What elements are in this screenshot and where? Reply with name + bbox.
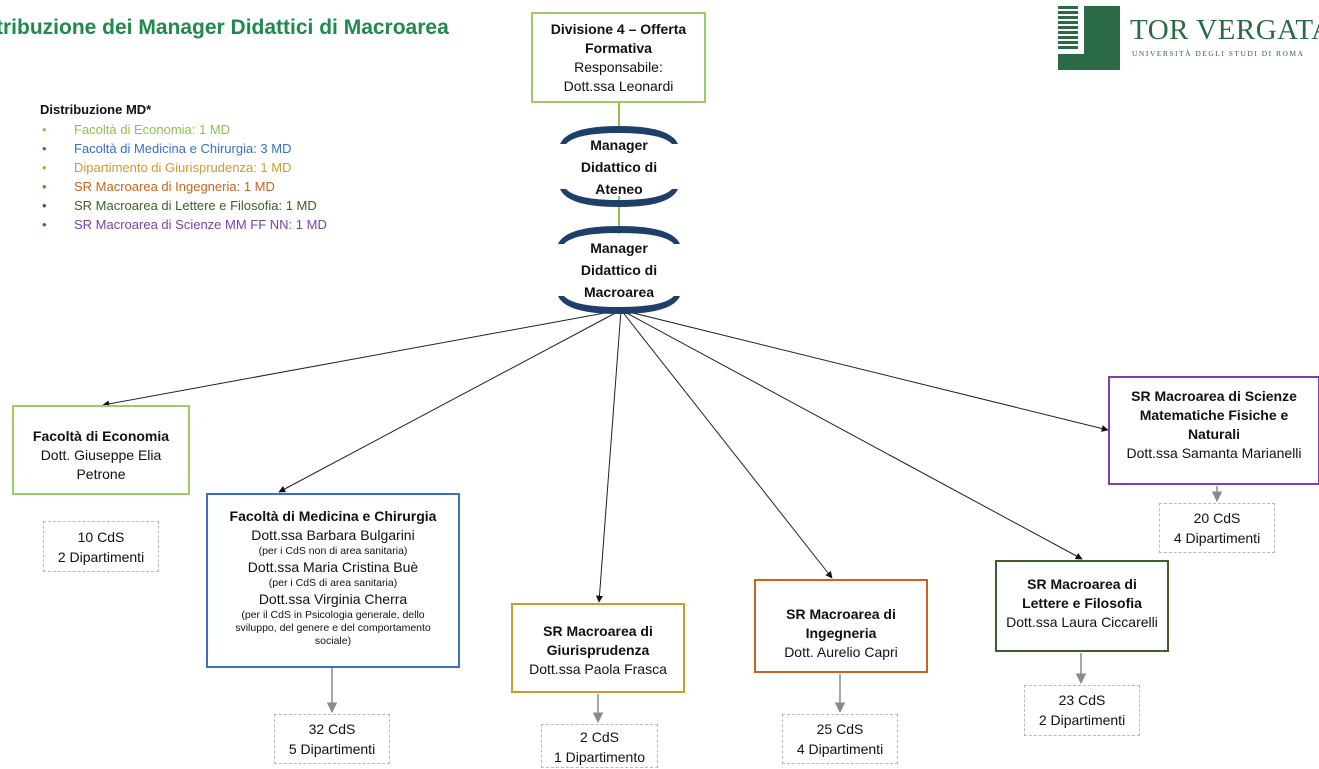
arrow-lettere (620, 309, 1083, 560)
unit-giurisprudenza: SR Macroarea di Giurisprudenza Dott.ssa … (511, 603, 685, 693)
division-role: Responsabile: (574, 59, 663, 75)
arrow-economia (102, 309, 622, 408)
unit-medicina-title: Facoltà di Medicina e Chirurgia (229, 508, 437, 524)
legend-item: •Dipartimento di Giurisprudenza: 1 MD (42, 160, 292, 175)
unit-giurisprudenza-title-1: SR Macroarea di (543, 623, 653, 639)
manager-ateneo-line1: Manager (590, 137, 648, 153)
count-lettere-cds: 23 CdS (1058, 692, 1106, 708)
unit-scienze-title-1: SR Macroarea di Scienze (1131, 388, 1297, 404)
unit-scienze: SR Macroarea di Scienze Matematiche Fisi… (1108, 376, 1319, 485)
unit-medicina-scope-3a: (per il CdS in Psicologia generale, dell… (241, 609, 425, 621)
legend-item-label: Dipartimento di Giurisprudenza: 1 MD (74, 160, 292, 175)
unit-ingegneria-manager: Dott. Aurelio Capri (784, 644, 898, 660)
unit-economia: Facoltà di Economia Dott. Giuseppe Elia … (12, 405, 190, 495)
unit-medicina-manager-3: Dott.ssa Virginia Cherra (258, 591, 408, 607)
count-ingegneria-cds: 25 CdS (816, 721, 864, 737)
division-title-line1: Divisione 4 – Offerta (550, 21, 687, 37)
count-lettere-dip: 2 Dipartimenti (1038, 712, 1126, 728)
unit-medicina-scope-1: (per i CdS non di area sanitaria) (258, 545, 408, 557)
unit-scienze-title-3: Naturali (1187, 426, 1241, 442)
legend-item: •SR Macroarea di Ingegneria: 1 MD (42, 179, 275, 194)
count-ingegneria: 25 CdS 4 Dipartimenti (782, 714, 898, 764)
unit-lettere-manager: Dott.ssa Laura Ciccarelli (1006, 614, 1158, 630)
unit-scienze-manager: Dott.ssa Samanta Marianelli (1126, 445, 1302, 461)
manager-macroarea-line1: Manager (590, 240, 648, 256)
unit-lettere-title-2: Lettere e Filosofia (1022, 595, 1142, 611)
tor-vergata-logo-mark (1058, 6, 1120, 70)
unit-ingegneria-title-1: SR Macroarea di (786, 606, 896, 622)
arrow-ingegneria (620, 309, 833, 579)
division-box: Divisione 4 – Offerta Formativa Responsa… (531, 12, 706, 103)
logo-name: TOR VERGATA (1130, 14, 1319, 46)
unit-giurisprudenza-manager: Dott.ssa Paola Frasca (529, 661, 667, 677)
legend-item-label: Facoltà di Economia: 1 MD (74, 122, 231, 137)
legend-item-label: Facoltà di Medicina e Chirurgia: 3 MD (74, 141, 292, 156)
manager-macroarea-line2: Didattico di (580, 262, 658, 278)
count-medicina-dip: 5 Dipartimenti (288, 741, 376, 757)
unit-lettere: SR Macroarea di Lettere e Filosofia Dott… (995, 560, 1169, 652)
legend-item-label: SR Macroarea di Lettere e Filosofia: 1 M… (74, 198, 317, 213)
unit-medicina-scope-3c: sociale) (314, 635, 352, 647)
division-title-line2: Formativa (585, 40, 652, 56)
unit-medicina-scope-2: (per i CdS di area sanitaria) (268, 577, 398, 589)
unit-ingegneria: SR Macroarea di Ingegneria Dott. Aurelio… (754, 579, 928, 673)
manager-ateneo: Manager Didattico di Ateneo (560, 134, 678, 200)
unit-giurisprudenza-title-2: Giurisprudenza (546, 642, 650, 658)
count-economia-dip: 2 Dipartimenti (57, 549, 145, 565)
legend-item: •Facoltà di Economia: 1 MD (42, 122, 231, 137)
legend-item-label: SR Macroarea di Scienze MM FF NN: 1 MD (74, 217, 327, 232)
count-economia-cds: 10 CdS (77, 529, 125, 545)
count-giurisprudenza-dip: 1 Dipartimento (553, 749, 646, 765)
unit-scienze-title-2: Matematiche Fisiche e (1139, 407, 1289, 423)
unit-medicina-scope-3b: sviluppo, del genere e del comportamento (235, 622, 431, 634)
ateneo-bottom-arc (560, 189, 678, 207)
count-economia: 10 CdS 2 Dipartimenti (43, 521, 159, 572)
unit-medicina-manager-2: Dott.ssa Maria Cristina Buè (247, 559, 419, 575)
count-giurisprudenza: 2 CdS 1 Dipartimento (541, 724, 658, 768)
arrow-giurisprudenza (595, 309, 622, 603)
manager-macroarea: Manager Didattico di Macroarea (558, 237, 680, 303)
count-medicina: 32 CdS 5 Dipartimenti (274, 714, 390, 764)
unit-medicina-manager-1: Dott.ssa Barbara Bulgarini (251, 527, 415, 543)
unit-medicina: Facoltà di Medicina e Chirurgia Dott.ssa… (206, 493, 460, 668)
legend-item-label: SR Macroarea di Ingegneria: 1 MD (74, 179, 275, 194)
manager-ateneo-line3: Ateneo (595, 181, 643, 197)
count-scienze: 20 CdS 4 Dipartimenti (1159, 503, 1275, 553)
division-head: Dott.ssa Leonardi (563, 78, 674, 94)
unit-economia-manager-cont: Petrone (76, 466, 126, 482)
count-ingegneria-dip: 4 Dipartimenti (796, 741, 884, 757)
legend-item: •Facoltà di Medicina e Chirurgia: 3 MD (42, 141, 292, 156)
manager-ateneo-line2: Didattico di (580, 159, 658, 175)
legend-heading: Distribuzione MD* (40, 102, 152, 117)
count-giurisprudenza-cds: 2 CdS (580, 729, 619, 745)
legend-item: •SR Macroarea di Lettere e Filosofia: 1 … (42, 198, 317, 213)
md-distribution-legend: Distribuzione MD* •Facoltà di Economia: … (40, 102, 327, 234)
logo-subtitle: UNIVERSITÀ DEGLI STUDI DI ROMA (1132, 49, 1305, 58)
legend-item: •SR Macroarea di Scienze MM FF NN: 1 MD (42, 217, 327, 232)
unit-economia-title: Facoltà di Economia (32, 428, 170, 444)
arrow-scienze (620, 309, 1109, 432)
university-logo: TOR VERGATA UNIVERSITÀ DEGLI STUDI DI RO… (1058, 6, 1319, 70)
macroarea-bottom-arc (558, 296, 680, 314)
count-lettere: 23 CdS 2 Dipartimenti (1024, 685, 1140, 736)
manager-macroarea-line3: Macroarea (583, 284, 655, 300)
macroarea-top-arc (558, 226, 680, 244)
unit-economia-manager: Dott. Giuseppe Elia (40, 447, 162, 463)
unit-lettere-title-1: SR Macroarea di (1027, 576, 1137, 592)
ateneo-top-arc (560, 126, 678, 144)
unit-ingegneria-title-2: Ingegneria (805, 625, 877, 641)
count-scienze-dip: 4 Dipartimenti (1173, 530, 1261, 546)
count-medicina-cds: 32 CdS (308, 721, 356, 737)
arrow-medicina (278, 309, 622, 493)
count-scienze-cds: 20 CdS (1193, 510, 1241, 526)
page-title: tribuzione dei Manager Didattici di Macr… (0, 16, 449, 39)
